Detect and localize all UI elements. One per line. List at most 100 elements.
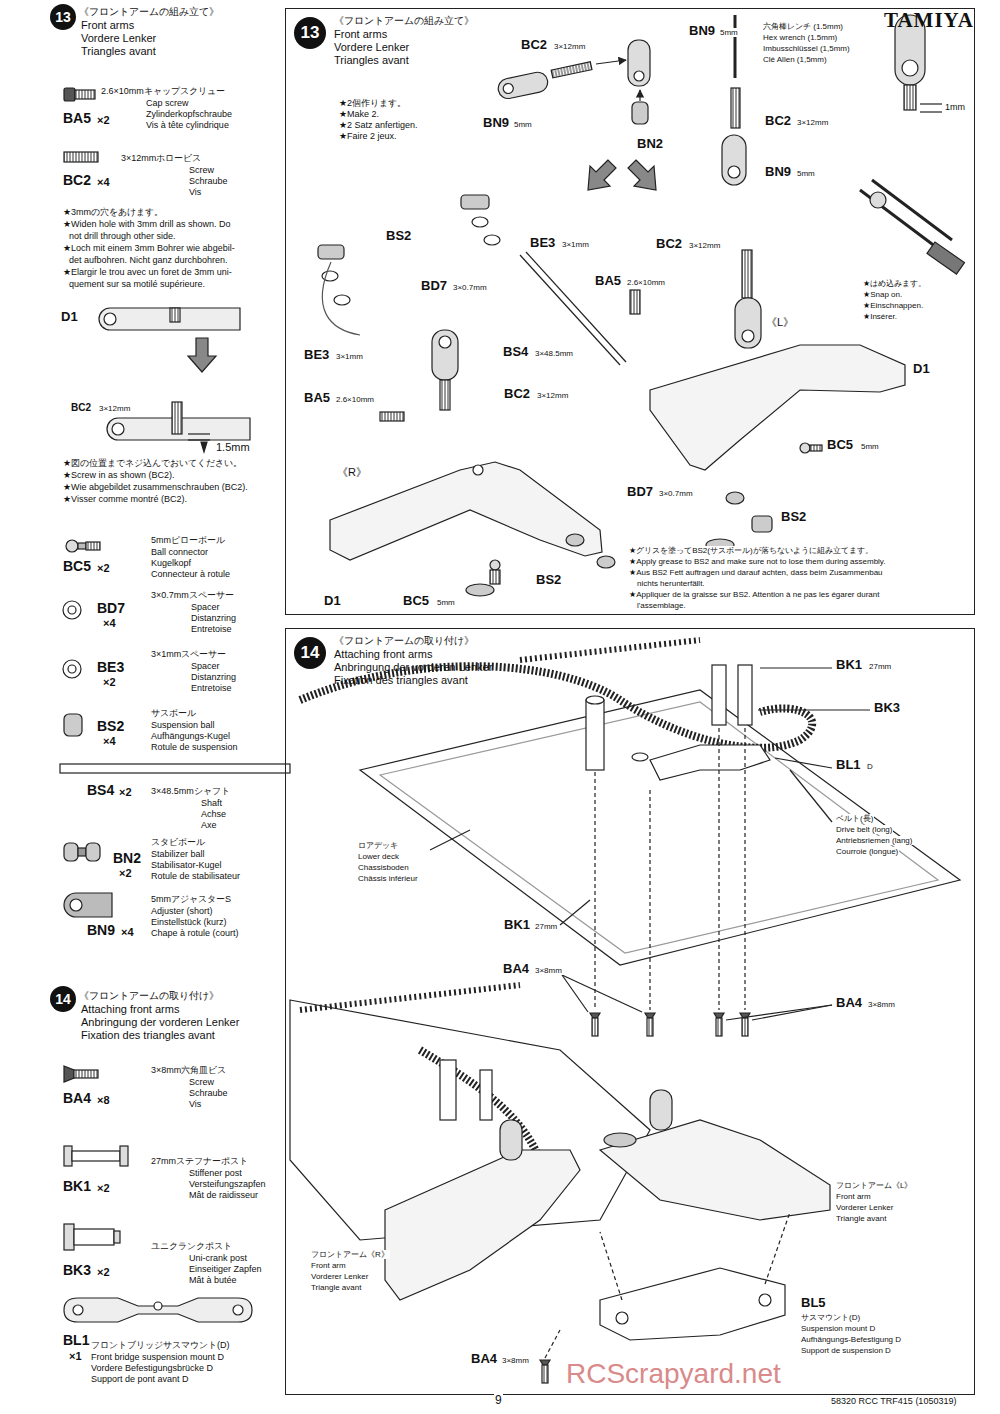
step-number-text: 14 [294,637,326,669]
note-text: Stabilisator-Kugel [150,860,223,870]
arm-assembly-drawing [920,111,942,112]
part-code: BE3 [96,659,125,675]
note-text: 5mm [796,169,816,178]
note-text: Courroie (longue) [835,847,899,856]
arm-assembly-drawing [904,85,916,110]
note-text: 5mm [513,120,533,129]
note-text: Distanzring [190,613,237,623]
part-code: BS2 [385,229,412,244]
part-code: BL1 [62,1332,90,1348]
chassis-drawing [594,772,595,1010]
arm-assembly-drawing [318,245,344,259]
part-code: ×4 [102,735,117,748]
note-text: Kugelkopf [150,558,192,568]
chassis-drawing [718,728,719,1010]
note-text: Front bridge suspension mount D [90,1352,225,1362]
note-text: Connecteur à rotule [150,569,231,579]
chassis-drawing [420,1050,540,1160]
step-heading: 《フロントアームの組み立て》 [334,15,474,27]
part-code: ×2 [102,676,117,689]
step-number: 14 [50,986,76,1012]
parts-list-icons [68,606,76,614]
parts-list-icons [86,542,100,550]
parts-list-icons [64,88,75,101]
note-text: 9 [494,1394,503,1408]
part-code: BS2 [780,510,807,525]
step-heading: Fixation des triangles avant [334,674,468,687]
note-text: det aufbohren. Nicht ganz durchbohren. [68,255,229,265]
note-text: Screw [188,1077,215,1087]
arm-assembly-drawing [870,192,886,208]
note-text: 3×12mm [98,404,131,413]
note-text: Aufhängungs-Befestigung D [800,1335,902,1344]
note-text: 27mm [868,662,892,671]
note-text: Mât de raidisseur [188,1190,259,1200]
parts-list-icons [172,402,182,434]
note-text: ★Widen hole with 3mm drill as shown. Do [62,219,232,229]
arm-assembly-drawing [742,330,754,342]
note-text: 3×1mm [335,352,364,361]
arm-assembly-drawing [810,445,822,451]
note-text: 3×0.7mmスペーサー [150,590,235,600]
note-text: フロントブリッジサスマウント(D) [90,1340,231,1350]
chassis-drawing [790,770,832,822]
arm-assembly-drawing [920,103,942,104]
note-text: ベルト(長) [835,814,874,823]
parts-list-icons [73,1305,83,1315]
part-code: BK3 [873,701,901,716]
note-text: Chape à rotule (court) [150,928,240,938]
chassis-drawing [560,900,590,925]
chassis-drawing [360,690,960,965]
parts-list-icons [74,1229,114,1245]
arm-assembly-drawing [800,443,810,453]
chassis-drawing [545,1330,560,1358]
chassis-drawing [540,1360,550,1365]
note-text: not drill through other side. [68,231,177,241]
step-number: 13 [50,4,76,30]
parts-list-icons [63,660,81,678]
chassis-drawing [616,1312,628,1324]
parts-list-icons [64,893,112,917]
arm-assembly-drawing [734,15,737,78]
part-code: BS2 [535,573,562,588]
part-code: BN2 [636,137,664,152]
chassis-drawing [440,1060,456,1120]
arm-assembly-drawing [650,345,905,470]
note-text: ★Insérer. [862,312,898,321]
arm-assembly-drawing [472,217,488,227]
part-code: ×2 [118,867,133,880]
note-text: 六角棒レンチ (1.5mm) [762,22,844,31]
note-text: Suspension ball [150,720,216,730]
note-text: Antriebsriemen (lang) [835,836,913,845]
note-text: Vorderer Lenker [310,1272,369,1281]
part-code: BA4 [62,1090,92,1106]
note-text: 5mm [860,442,880,451]
note-text: ★Make 2. [338,109,380,119]
part-code: BK3 [62,1262,92,1278]
note-text: ★グリスを塗ってBS2(サスボール)が落ちないように組み立てます。 [628,546,874,555]
parts-list-icons [120,1146,128,1166]
parts-list-icons [188,433,210,434]
note-text: Châssis inférieur [357,874,419,883]
parts-list-icons [112,423,124,435]
parts-list-icons [63,601,81,619]
chassis-drawing [742,1018,748,1036]
step-number-text: 14 [50,986,76,1012]
arm-assembly-drawing [597,556,615,568]
step-panel: 《フロントアームの取り付け》Attaching front armsAnbrin… [285,628,975,1395]
note-text: ユニクランクポスト [150,1241,233,1251]
note-text: Vis [188,1099,202,1109]
note-text: Triangle avant [310,1283,362,1292]
note-text: ★Wie abgebildet zusammenschrauben (BC2). [62,482,249,492]
chassis-drawing [592,1018,598,1036]
arm-assembly-drawing [490,570,500,584]
step-heading: Anbringung der vorderen Lenker [334,661,492,674]
note-text: Front arm [835,1192,872,1201]
arm-assembly-drawing [639,90,640,101]
note-text: Shaft [200,798,223,808]
chassis-drawing [590,1013,600,1018]
watermark: RCScrapyard.net [565,1358,782,1390]
chassis-drawing [290,640,960,1383]
note-text: Attaching front arms [80,1003,180,1016]
note-text: ★Elargir le trou avec un foret de 3mm un… [62,267,233,277]
